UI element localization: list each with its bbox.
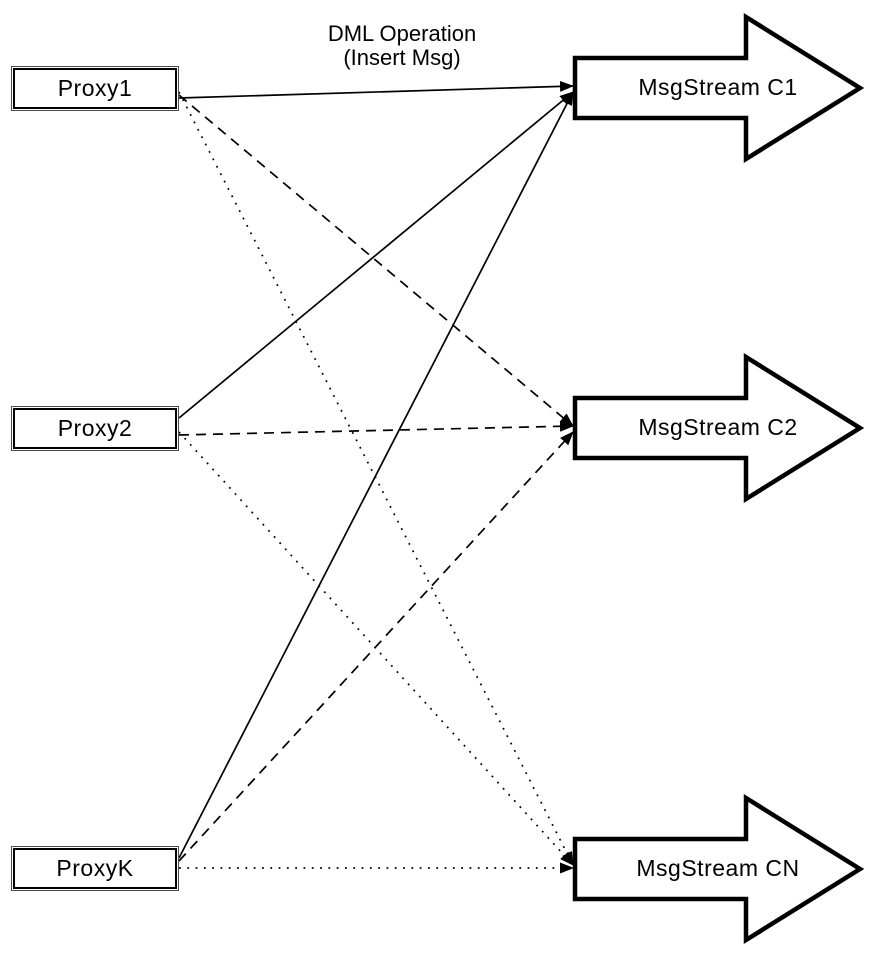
node-msgstream-c1: MsgStream C1 [572, 12, 865, 164]
edge-proxyk-c2 [178, 431, 574, 862]
node-proxy2: Proxy2 [11, 406, 179, 451]
edge-proxy1-c1 [178, 80, 574, 99]
big-arrow-shape [572, 793, 865, 945]
edges-group [178, 80, 574, 874]
node-msgstream-c2-label: MsgStream C2 [638, 413, 798, 440]
title-line-1: DML Operation [327, 21, 477, 46]
edge-proxyk-c1 [178, 91, 574, 859]
node-proxy2-label: Proxy2 [57, 415, 133, 441]
node-msgstream-cn-label: MsgStream CN [636, 854, 800, 881]
title-line-2: (Insert Msg) [343, 45, 461, 70]
node-msgstream-c1-label: MsgStream C1 [638, 73, 798, 100]
node-proxyk-label: ProxyK [56, 855, 134, 881]
edge-proxy1-cn [178, 91, 574, 866]
big-arrow-icon [572, 793, 865, 945]
node-msgstream-cn: MsgStream CN [572, 793, 865, 945]
node-msgstream-c2: MsgStream C2 [572, 352, 865, 504]
big-arrow-shape [572, 352, 865, 504]
node-proxy1: Proxy1 [11, 66, 179, 111]
node-proxyk: ProxyK [11, 846, 179, 891]
edge-proxy2-c2 [178, 420, 574, 436]
edge-proxy1-c2 [178, 94, 574, 427]
edge-proxy2-c1 [178, 91, 574, 419]
big-arrow-icon [572, 12, 865, 164]
big-arrow-icon [572, 352, 865, 504]
node-proxy1-label: Proxy1 [57, 75, 133, 101]
big-arrow-shape [572, 12, 865, 164]
diagram-title: DML Operation (Insert Msg) [328, 22, 476, 70]
